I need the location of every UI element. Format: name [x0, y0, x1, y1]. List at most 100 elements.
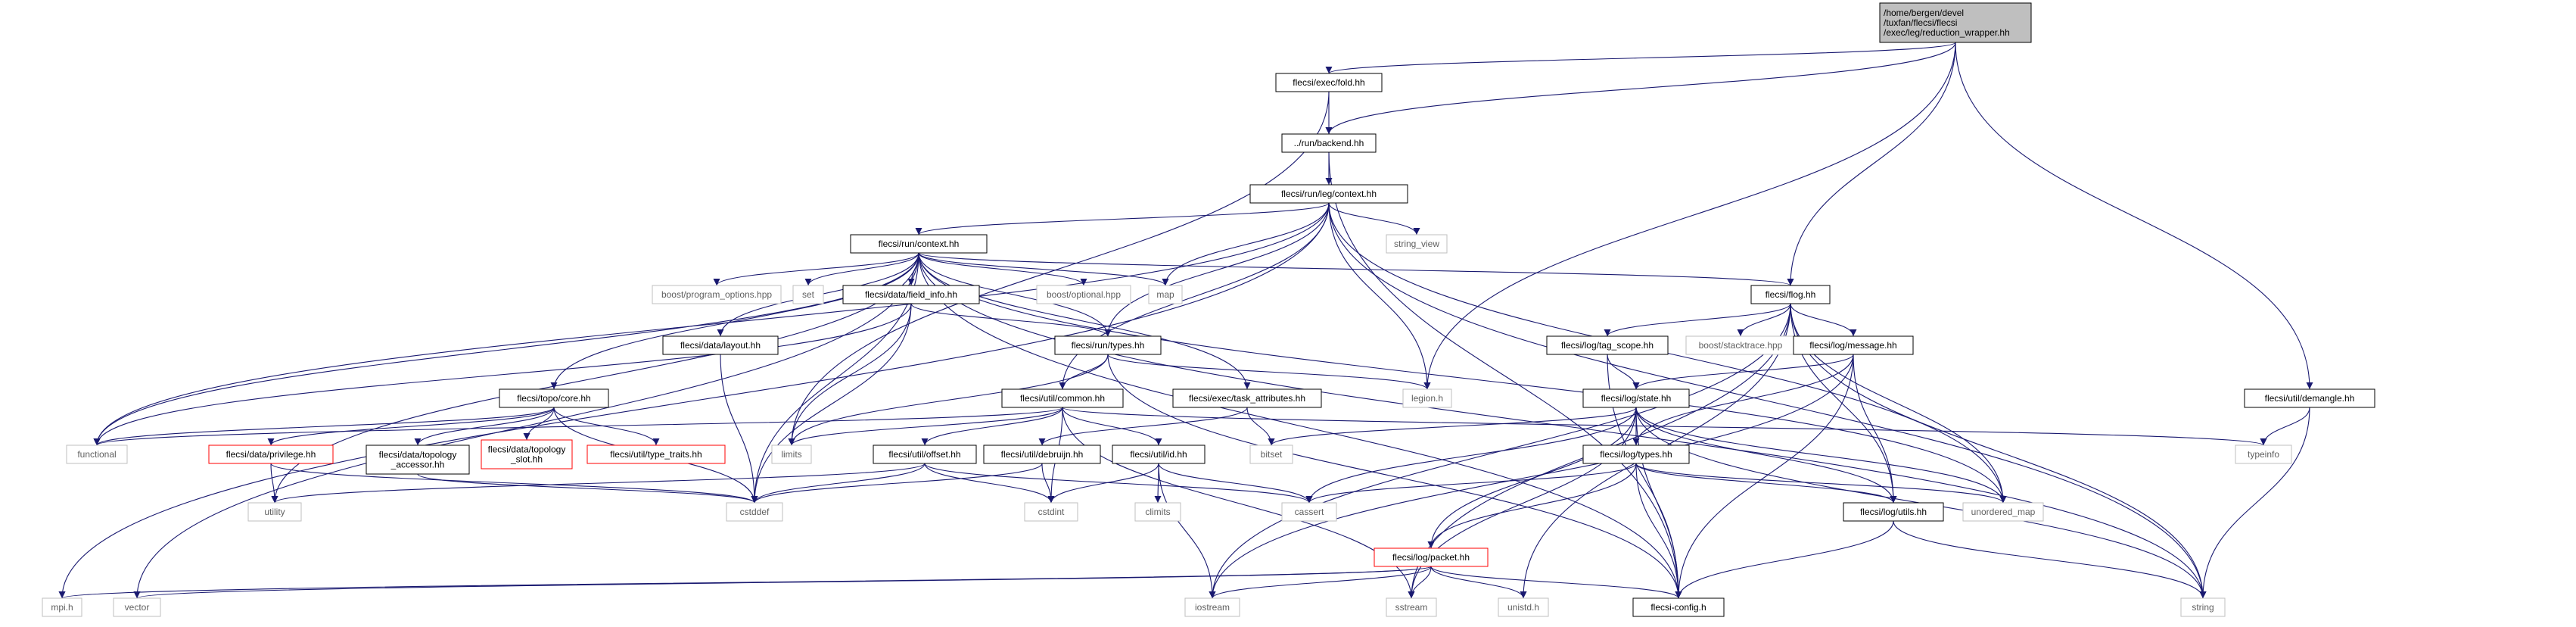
edge-utilid-to-cassert	[1158, 463, 1313, 504]
node-legion: legion.h	[1402, 388, 1452, 408]
edge-logtypes-to-packet	[1427, 463, 1637, 549]
node-topocore[interactable]: flecsi/topo/core.hh	[499, 388, 609, 408]
node-box	[2244, 388, 2375, 408]
node-label: sstream	[1395, 602, 1428, 613]
node-label: /home/bergen/devel	[1884, 8, 1964, 18]
node-climits: climits	[1134, 502, 1181, 522]
edge-flog-to-tagscope	[1604, 303, 1791, 337]
node-label: mpi.h	[51, 602, 73, 613]
edge-common-to-utilid	[1062, 407, 1162, 446]
edge-message-to-iostream	[1209, 354, 1854, 599]
node-box	[1184, 597, 1240, 617]
node-box	[586, 445, 726, 464]
edge-legctx-to-legion	[1328, 202, 1431, 390]
node-label: flecsi/data/topology	[379, 450, 457, 460]
edge-common-to-offset	[921, 407, 1063, 446]
node-logtypes[interactable]: flecsi/log/types.hh	[1582, 445, 1690, 464]
node-runctx[interactable]: flecsi/run/context.hh	[850, 234, 988, 254]
edge-runctx-to-unordered-map	[918, 252, 2007, 504]
node-box	[1582, 388, 1690, 408]
node-label: flecsi/run/context.hh	[879, 239, 960, 249]
node-utilid[interactable]: flecsi/util/id.hh	[1112, 445, 1206, 464]
edge-runctx-to-boost-po	[713, 252, 919, 286]
edge-legctx-to-common	[1059, 202, 1330, 390]
edge-flog-to-message	[1790, 303, 1857, 337]
node-box	[1546, 335, 1669, 355]
node-label: flecsi/data/topology	[488, 445, 566, 455]
edge-runctx-to-set	[804, 252, 919, 286]
node-logutils[interactable]: flecsi/log/utils.hh	[1843, 502, 1944, 522]
node-toposlot[interactable]: flecsi/data/topology_slot.hh	[481, 439, 573, 469]
node-cstdint: cstdint	[1024, 502, 1078, 522]
edge-message-to-logutils	[1853, 354, 1897, 504]
node-iostream: iostream	[1184, 597, 1240, 617]
edge-utilid-to-cstdint	[1047, 463, 1159, 504]
node-field-info[interactable]: flecsi/data/field_info.hh	[842, 285, 980, 304]
node-legctx[interactable]: flecsi/run/leg/context.hh	[1249, 184, 1408, 204]
node-flog[interactable]: flecsi/flog.hh	[1750, 285, 1831, 304]
node-root[interactable]: /home/bergen/devel/tuxfan/flecsi/flecsi/…	[1879, 2, 2032, 43]
node-box	[1402, 388, 1452, 408]
node-box	[652, 285, 782, 304]
edge-topocore-to-typetraits	[553, 407, 660, 446]
node-box	[1172, 388, 1322, 408]
node-config[interactable]: flecsi-config.h	[1632, 597, 1725, 617]
edge-field-info-to-limits	[788, 303, 912, 446]
edge-runtypes-to-common	[1059, 354, 1109, 390]
edge-field-info-to-cstddef	[751, 303, 912, 504]
node-label: flecsi/run/types.hh	[1072, 340, 1145, 351]
node-box	[1498, 597, 1549, 617]
node-typetraits[interactable]: flecsi/util/type_traits.hh	[586, 445, 726, 464]
node-label: flecsi/data/layout.hh	[680, 340, 761, 351]
node-box	[42, 597, 82, 617]
node-demangle[interactable]: flecsi/util/demangle.hh	[2244, 388, 2375, 408]
node-label: _slot.hh	[510, 454, 543, 465]
node-box	[1148, 285, 1183, 304]
node-label: flecsi/run/leg/context.hh	[1281, 189, 1377, 199]
node-set: set	[792, 285, 824, 304]
node-cstddef: cstddef	[726, 502, 783, 522]
node-offset[interactable]: flecsi/util/offset.hh	[873, 445, 977, 464]
node-topoacc[interactable]: flecsi/data/topology_accessor.hh	[366, 445, 470, 475]
node-label: flecsi/log/packet.hh	[1392, 552, 1470, 563]
node-box	[850, 234, 988, 254]
node-stacktrace: boost/stacktrace.hpp	[1685, 335, 1796, 355]
edge-demangle-to-string	[2199, 407, 2310, 599]
node-label: map	[1156, 289, 1174, 300]
nodes-layer: /home/bergen/devel/tuxfan/flecsi/flecsi/…	[42, 2, 2375, 617]
node-runtypes[interactable]: flecsi/run/types.hh	[1054, 335, 1162, 355]
edge-legctx-to-mpi	[58, 202, 1330, 599]
node-box	[1036, 285, 1131, 304]
edge-runtypes-to-legion	[1107, 354, 1431, 390]
edge-legctx-to-functional	[93, 202, 1330, 446]
node-state[interactable]: flecsi/log/state.hh	[1582, 388, 1690, 408]
edge-topocore-to-functional	[93, 407, 555, 446]
node-label: flecsi/util/id.hh	[1130, 449, 1187, 460]
node-box	[499, 388, 609, 408]
node-vector: vector	[113, 597, 161, 617]
node-layout[interactable]: flecsi/data/layout.hh	[662, 335, 779, 355]
node-box	[1024, 502, 1078, 522]
edge-legctx-to-map	[1162, 202, 1330, 286]
node-fold[interactable]: flecsi/exec/fold.hh	[1275, 73, 1383, 92]
node-box	[366, 445, 470, 475]
edge-runctx-to-vector	[133, 252, 919, 599]
node-unordered-map: unordered_map	[1962, 502, 2044, 522]
node-tagscope[interactable]: flecsi/log/tag_scope.hh	[1546, 335, 1669, 355]
node-message[interactable]: flecsi/log/message.hh	[1793, 335, 1914, 355]
node-backend[interactable]: ../run/backend.hh	[1281, 133, 1377, 153]
node-unistd: unistd.h	[1498, 597, 1549, 617]
node-packet[interactable]: flecsi/log/packet.hh	[1374, 547, 1489, 567]
node-privilege[interactable]: flecsi/data/privilege.hh	[208, 445, 334, 464]
node-label: flecsi/util/common.hh	[1020, 393, 1105, 404]
edge-packet-to-unistd	[1430, 566, 1527, 599]
edge-fold-to-limits	[788, 91, 1330, 446]
node-string-view: string_view	[1386, 234, 1448, 254]
node-box	[1001, 388, 1124, 408]
node-debruijn[interactable]: flecsi/util/debruijn.hh	[983, 445, 1101, 464]
edge-offset-to-cassert	[924, 463, 1313, 504]
node-taskattr[interactable]: flecsi/exec/task_attributes.hh	[1172, 388, 1322, 408]
node-common[interactable]: flecsi/util/common.hh	[1001, 388, 1124, 408]
edge-state-to-cassert	[1305, 407, 1637, 504]
